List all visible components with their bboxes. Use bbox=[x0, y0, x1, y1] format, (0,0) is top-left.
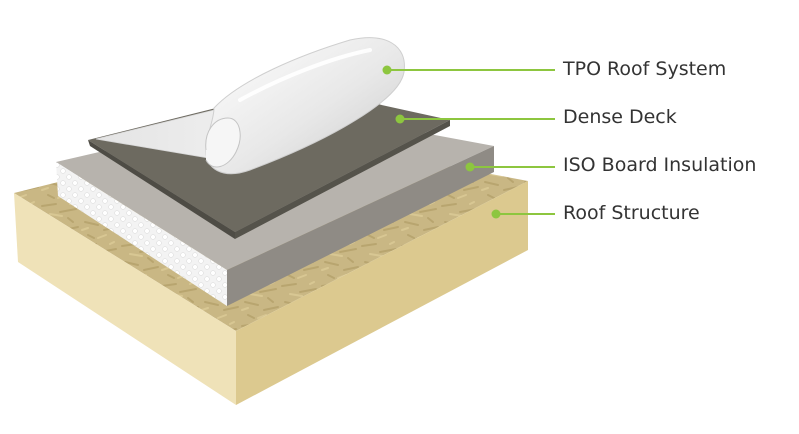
tpo-membrane bbox=[95, 37, 405, 175]
tpo-roll-body bbox=[205, 37, 405, 175]
roof-structure-left-side bbox=[14, 193, 236, 405]
label-roof-structure: Roof Structure bbox=[563, 202, 700, 224]
tpo-roll-curl-edge bbox=[205, 117, 241, 168]
label-iso-board-insulation: ISO Board Insulation bbox=[563, 154, 757, 176]
roof-structure-right-side bbox=[236, 181, 528, 405]
tpo-roll-highlight bbox=[238, 48, 372, 102]
label-dense-deck: Dense Deck bbox=[563, 106, 677, 128]
leader-lines bbox=[382, 65, 555, 219]
dense-deck-right-edge bbox=[235, 120, 450, 239]
leader-dot-tpo bbox=[382, 65, 392, 75]
iso-board-right-edge bbox=[227, 146, 494, 306]
leader-dot-struct bbox=[491, 209, 501, 219]
label-tpo-roof-system: TPO Roof System bbox=[563, 58, 727, 80]
dense-deck-left-edge bbox=[88, 140, 235, 239]
leader-dot-iso bbox=[465, 162, 475, 172]
iso-board-foam-edge bbox=[56, 162, 227, 306]
leader-dot-deck bbox=[395, 114, 405, 124]
